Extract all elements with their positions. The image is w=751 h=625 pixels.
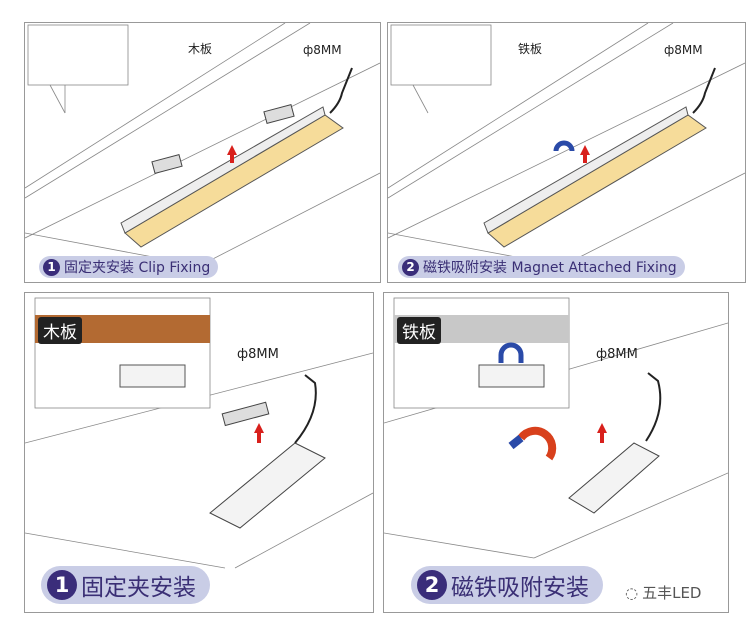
step-number: 2 — [417, 570, 447, 600]
magnet-icon — [498, 342, 524, 363]
board-tag: 铁板 — [397, 317, 441, 344]
board-label: 铁板 — [518, 42, 543, 56]
method-label: 2 磁铁吸附安装 — [411, 566, 603, 604]
panel-clip-fixing: 木板 ф8MM 1 固定夹安装 Clip Fixing — [24, 22, 381, 283]
panel-clip-fixing-detail: 木板 ф8MM 1 固定夹安装 — [24, 292, 374, 613]
magnet-detail-illustration — [384, 297, 728, 559]
method-label: 2 磁铁吸附安装 Magnet Attached Fixing — [398, 256, 685, 278]
method-text: 固定夹安装 — [81, 575, 196, 601]
method-text: 磁铁吸附安装 — [451, 575, 589, 601]
cable-label: ф8MM — [596, 347, 638, 362]
clip-detail-illustration — [25, 297, 373, 569]
watermark: ◌ 五丰LED — [625, 582, 701, 603]
board-label: 木板 — [188, 42, 213, 56]
method-text: 磁铁吸附安装 Magnet Attached Fixing — [423, 260, 677, 276]
magnet-fixing-illustration — [388, 23, 745, 264]
panel-magnet-fixing: 铁板 ф8MM 2 磁铁吸附安装 Magnet Attached Fixing — [387, 22, 746, 283]
cable-label: ф8MM — [237, 347, 279, 362]
clip-fixing-illustration — [25, 23, 380, 264]
method-label: 1 固定夹安装 Clip Fixing — [39, 256, 219, 278]
board-tag: 木板 — [38, 317, 82, 344]
method-text: 固定夹安装 Clip Fixing — [64, 260, 211, 276]
wechat-icon: ◌ — [625, 583, 639, 602]
cable-label: ф8MM — [664, 43, 703, 57]
cable-label: ф8MM — [303, 43, 342, 57]
step-number: 1 — [43, 258, 60, 276]
step-number: 1 — [47, 570, 77, 600]
magnet-icon — [553, 140, 575, 152]
up-arrow-icon — [597, 423, 607, 443]
up-arrow-icon — [254, 423, 264, 443]
watermark-text: 五丰LED — [642, 584, 702, 602]
panel-magnet-fixing-detail: 铁板 ф8MM 2 磁铁吸附安装 — [383, 292, 729, 613]
up-arrow-icon — [227, 145, 237, 163]
magnet-icon — [517, 426, 557, 461]
up-arrow-icon — [580, 145, 590, 163]
step-number: 2 — [402, 258, 419, 276]
method-label: 1 固定夹安装 — [41, 566, 210, 604]
